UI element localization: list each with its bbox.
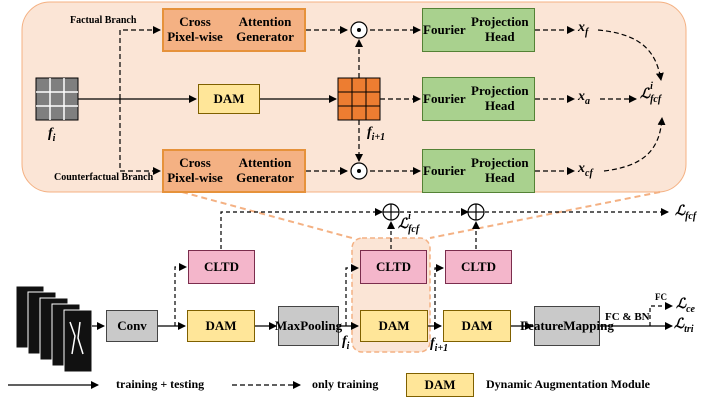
- cltd-block-2: CLTD: [360, 250, 427, 284]
- xcf-label: xcf: [578, 161, 593, 179]
- dam-block-2: DAM: [360, 310, 428, 342]
- zoom-connector-left: [181, 191, 353, 239]
- legend-dashed-label: only training: [312, 377, 379, 391]
- legend-dam-box: DAM: [406, 373, 474, 397]
- fi1-label-bottom: fi+1: [430, 336, 449, 354]
- dam-block-3: DAM: [443, 310, 511, 342]
- fc-bn-label: FC & BN: [605, 311, 650, 323]
- top-panel-edges: [78, 26, 666, 175]
- conv-block: Conv: [106, 310, 158, 342]
- loss-fcf-label: ℒfcf: [675, 204, 697, 222]
- loss-ce-label: ℒce: [676, 297, 695, 315]
- fc-label: FC: [655, 292, 667, 302]
- cltd-block-1: CLTD: [188, 250, 255, 284]
- dam-top: DAM: [198, 84, 260, 114]
- legend-dam-description: Dynamic Augmentation Module: [486, 377, 651, 391]
- legend-solid-label: training + testing: [116, 377, 205, 391]
- fi1-label-top: fi+1: [367, 125, 386, 143]
- multiply-icon-bottom: [350, 162, 368, 180]
- cltd-block-3: CLTD: [445, 250, 512, 284]
- dam-block-1: DAM: [187, 310, 255, 342]
- feature-map-fi-grid: [35, 77, 79, 121]
- zoom-connector-right: [429, 191, 661, 239]
- fi-label-bottom: fi: [342, 334, 350, 352]
- sum-icon-2: [467, 203, 485, 221]
- input-frames-icon: [15, 285, 93, 373]
- feature-map-fi1-grid: [337, 77, 381, 121]
- xa-label: xa: [578, 89, 590, 107]
- loss-tri-label: ℒtri: [674, 317, 694, 335]
- fi-label-top: fi: [48, 126, 56, 144]
- counterfactual-branch-label: Counterfactual Branch: [54, 172, 154, 183]
- factual-branch-label: Factual Branch: [70, 15, 137, 26]
- pipeline-edges: [92, 208, 673, 330]
- sum-icon-1: [382, 203, 400, 221]
- multiply-icon-top: [350, 21, 368, 39]
- xf-label: xf: [578, 20, 589, 38]
